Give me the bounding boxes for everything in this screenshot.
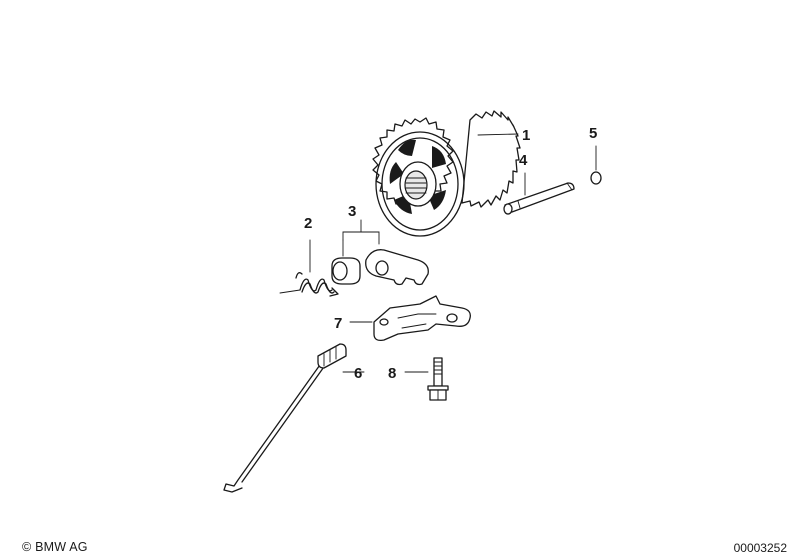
- part-label-7: 7: [334, 315, 342, 332]
- sprocket-part: [372, 110, 521, 237]
- sprocket-back-rim: [461, 110, 521, 208]
- part-label-8: 8: [388, 365, 396, 382]
- part-label-5: 5: [589, 125, 597, 142]
- bolt-part: [404, 357, 449, 401]
- bush-and-lever-part: [331, 219, 429, 286]
- sprocket-front: [372, 117, 465, 237]
- o-ring-part: [590, 145, 602, 185]
- part-label-1: 1: [522, 127, 530, 144]
- copyright-text: © BMW AG: [22, 540, 88, 554]
- leader-1: [477, 133, 519, 136]
- part-label-2: 2: [304, 215, 312, 232]
- drawing-number: 00003252: [733, 541, 787, 555]
- part-label-3: 3: [348, 203, 356, 220]
- rod-part: [223, 343, 365, 493]
- part-label-6: 6: [354, 365, 362, 382]
- shaft-part: [503, 172, 575, 215]
- bracket-plate-part: [349, 295, 471, 342]
- part-label-4: 4: [519, 152, 528, 169]
- torsion-spring-part: [279, 239, 339, 297]
